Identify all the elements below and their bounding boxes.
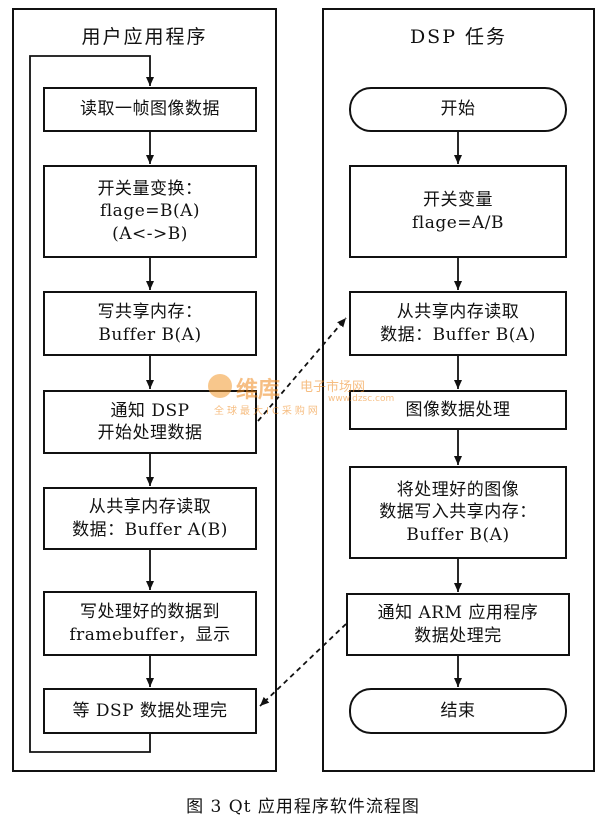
user-app-panel: 用户应用程序 [12, 8, 277, 772]
step-image-processing-label: 图像数据处理 [405, 399, 511, 420]
user-app-panel-title: 用户应用程序 [81, 26, 208, 48]
step-dsp-switch-var-line2: flage=A/B [411, 212, 505, 233]
step-switch-var: 开关量变换： flage=B(A) (A<->B) [43, 165, 257, 258]
step-read-frame: 读取一帧图像数据 [43, 87, 257, 132]
step-dsp-write-shm: 将处理好的图像 数据写入共享内存： Buffer B(A) [349, 466, 567, 559]
terminal-start-label: 开始 [440, 99, 476, 120]
notify-arm-signal [259, 623, 347, 707]
step-read-shm: 从共享内存读取 数据：Buffer A(B) [43, 487, 257, 550]
step-dsp-write-shm-line2: 数据写入共享内存： [379, 502, 537, 523]
terminal-end-label: 结束 [440, 700, 476, 721]
step-dsp-read-shm: 从共享内存读取 数据：Buffer B(A) [349, 291, 567, 356]
step-dsp-write-shm-line3: Buffer B(A) [406, 524, 510, 545]
step-notify-dsp-line1: 通知 DSP [110, 400, 190, 421]
step-notify-dsp: 通知 DSP 开始处理数据 [43, 390, 257, 454]
step-dsp-switch-var: 开关变量 flage=A/B [349, 165, 567, 258]
step-dsp-read-shm-line1: 从共享内存读取 [396, 302, 520, 323]
step-wait-dsp-label: 等 DSP 数据处理完 [72, 700, 228, 721]
dsp-task-panel-title: DSP 任务 [409, 26, 508, 48]
step-write-shm-line2: Buffer B(A) [98, 324, 202, 345]
step-notify-arm-line2: 数据处理完 [414, 625, 502, 646]
step-switch-var-line2: flage=B(A) [99, 201, 201, 222]
step-read-shm-line2: 数据：Buffer A(B) [72, 519, 228, 540]
step-notify-arm: 通知 ARM 应用程序 数据处理完 [346, 593, 570, 656]
step-notify-dsp-line2: 开始处理数据 [97, 423, 203, 443]
loop-back-arrow [29, 55, 154, 753]
step-read-shm-line1: 从共享内存读取 [88, 497, 212, 518]
step-dsp-write-shm-line1: 将处理好的图像 [396, 479, 520, 500]
step-write-shm: 写共享内存： Buffer B(A) [43, 291, 257, 356]
step-notify-arm-line1: 通知 ARM 应用程序 [377, 603, 539, 624]
notify-dsp-signal [257, 317, 347, 422]
step-switch-var-line3: (A<->B) [112, 223, 188, 244]
step-write-framebuffer-line2: framebuffer，显示 [69, 624, 231, 645]
figure-caption: 图 3 Qt 应用程序软件流程图 [186, 797, 420, 817]
step-read-frame-label: 读取一帧图像数据 [80, 99, 220, 120]
dsp-task-panel: DSP 任务 [322, 8, 595, 772]
step-image-processing: 图像数据处理 [349, 390, 567, 430]
step-dsp-switch-var-line1: 开关变量 [423, 190, 493, 211]
step-wait-dsp: 等 DSP 数据处理完 [43, 688, 257, 734]
step-switch-var-line1: 开关量变换： [97, 178, 203, 199]
terminal-end: 结束 [349, 688, 567, 734]
step-write-shm-line1: 写共享内存： [97, 302, 203, 323]
step-dsp-read-shm-line2: 数据：Buffer B(A) [380, 324, 536, 345]
step-write-framebuffer: 写处理好的数据到 framebuffer，显示 [43, 591, 257, 656]
terminal-start: 开始 [349, 87, 567, 132]
step-write-framebuffer-line1: 写处理好的数据到 [80, 602, 220, 623]
